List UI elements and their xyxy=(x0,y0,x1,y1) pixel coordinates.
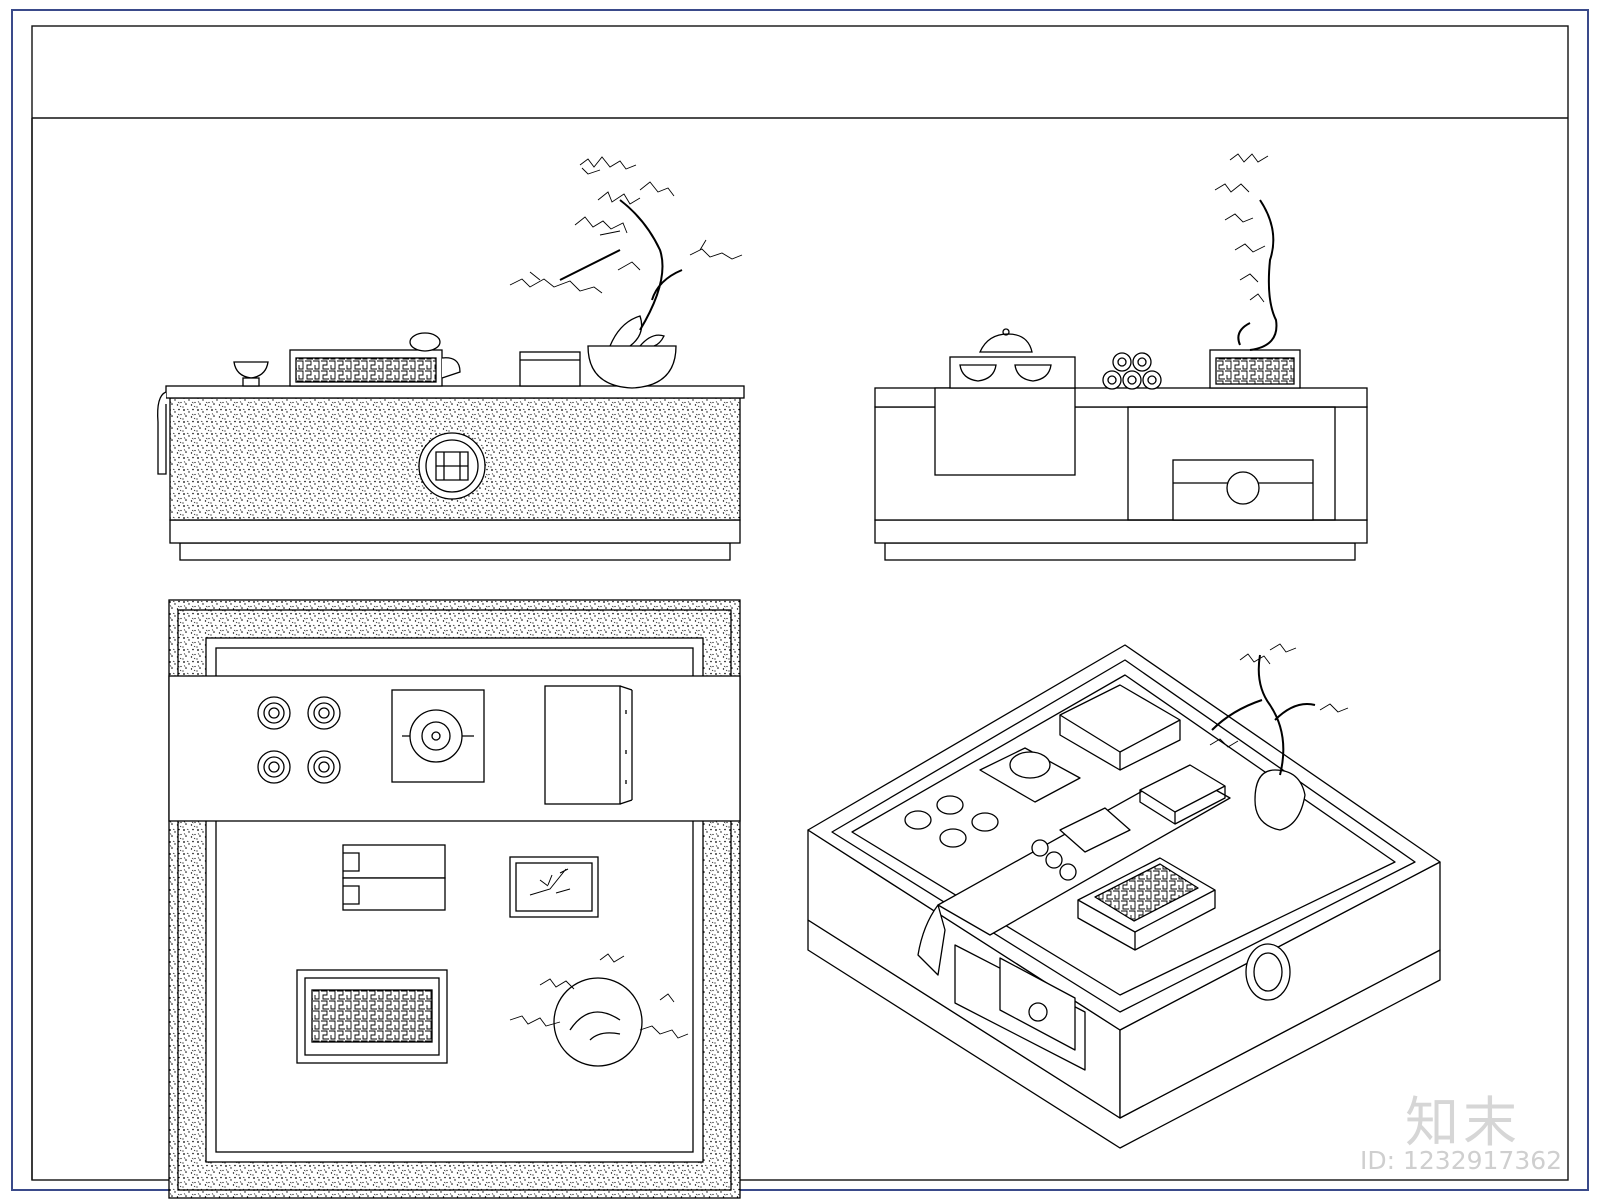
carved-box-top xyxy=(296,969,448,1064)
tea-cups-top xyxy=(257,696,341,784)
small-box xyxy=(519,351,581,387)
rolled-towels xyxy=(1102,352,1162,390)
front-elevation xyxy=(157,156,745,561)
drawing-frame xyxy=(11,9,1589,1191)
medallion-ornament xyxy=(418,432,486,500)
bonsai-foliage xyxy=(509,156,743,294)
drawer-knob xyxy=(1226,471,1260,505)
books-top xyxy=(544,685,633,805)
bonsai-top xyxy=(509,953,689,1067)
carved-box xyxy=(289,332,461,387)
watermark-brand: 知末 xyxy=(1405,1091,1521,1154)
bonsai-trunk xyxy=(559,199,683,331)
isometric-view xyxy=(807,643,1441,1149)
bonsai-pot xyxy=(587,315,677,389)
tea-cups-iso xyxy=(904,795,999,848)
watermark-id: ID: 1232917362 xyxy=(1360,1146,1563,1175)
towels-top xyxy=(342,844,446,911)
towels-iso xyxy=(1031,807,1131,881)
plan-view xyxy=(168,599,741,1199)
teapot-top xyxy=(391,689,485,783)
side-elevation xyxy=(874,153,1368,561)
medallion-iso xyxy=(1245,943,1291,1001)
plant-box-top xyxy=(509,856,599,918)
tea-cup xyxy=(233,361,269,387)
